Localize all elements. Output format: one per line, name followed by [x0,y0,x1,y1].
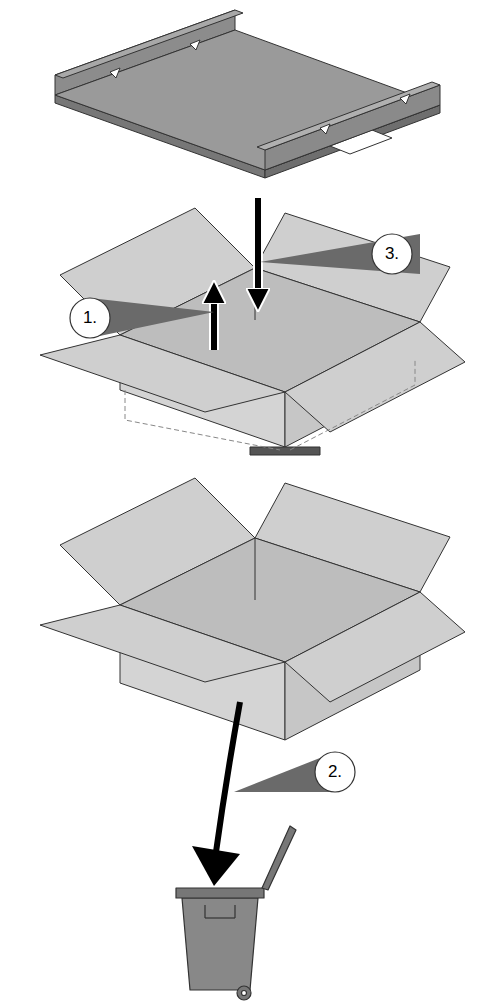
tray-tab [190,40,200,50]
tray-insert [55,10,440,178]
tray-front-wall [265,85,440,170]
carton-upper [40,208,465,455]
insert-arrow-outline [253,198,263,300]
callout-wedge [260,234,420,274]
carton-flap [40,605,285,682]
tray-tab [400,94,410,104]
callout-number: 3. [372,234,412,274]
hidden-edge [290,360,415,450]
waste-bin [176,826,296,1000]
lift-arrow-outline [209,292,219,350]
lift-arrow [211,292,217,350]
tray-wall-top [257,82,440,150]
appliance-base [250,447,320,455]
discard-arrow-head [192,846,240,886]
carton-crease [255,538,256,600]
discard-arrow [216,702,240,852]
callout-number: 1. [70,298,110,338]
callout-circle [372,234,412,274]
bin-handle [204,905,205,918]
callout-circle [315,752,355,792]
bin-handle [205,917,235,918]
bin-body [182,898,258,990]
bin-lid [262,826,296,890]
tray-base [55,30,440,170]
carton-lower [40,478,465,740]
bin-rim [176,888,264,898]
tray-tab [110,68,120,78]
tray-tab [320,124,330,134]
carton-flap [40,335,285,412]
hidden-edge [125,390,280,450]
carton-flap [285,592,465,702]
bin-wheel [237,986,251,1000]
callout-circle [70,298,110,338]
bin-handle [234,905,235,918]
callout-number: 2. [315,752,355,792]
insert-arrow [255,198,261,300]
carton-flap [285,322,465,432]
bin-axle [242,991,247,996]
